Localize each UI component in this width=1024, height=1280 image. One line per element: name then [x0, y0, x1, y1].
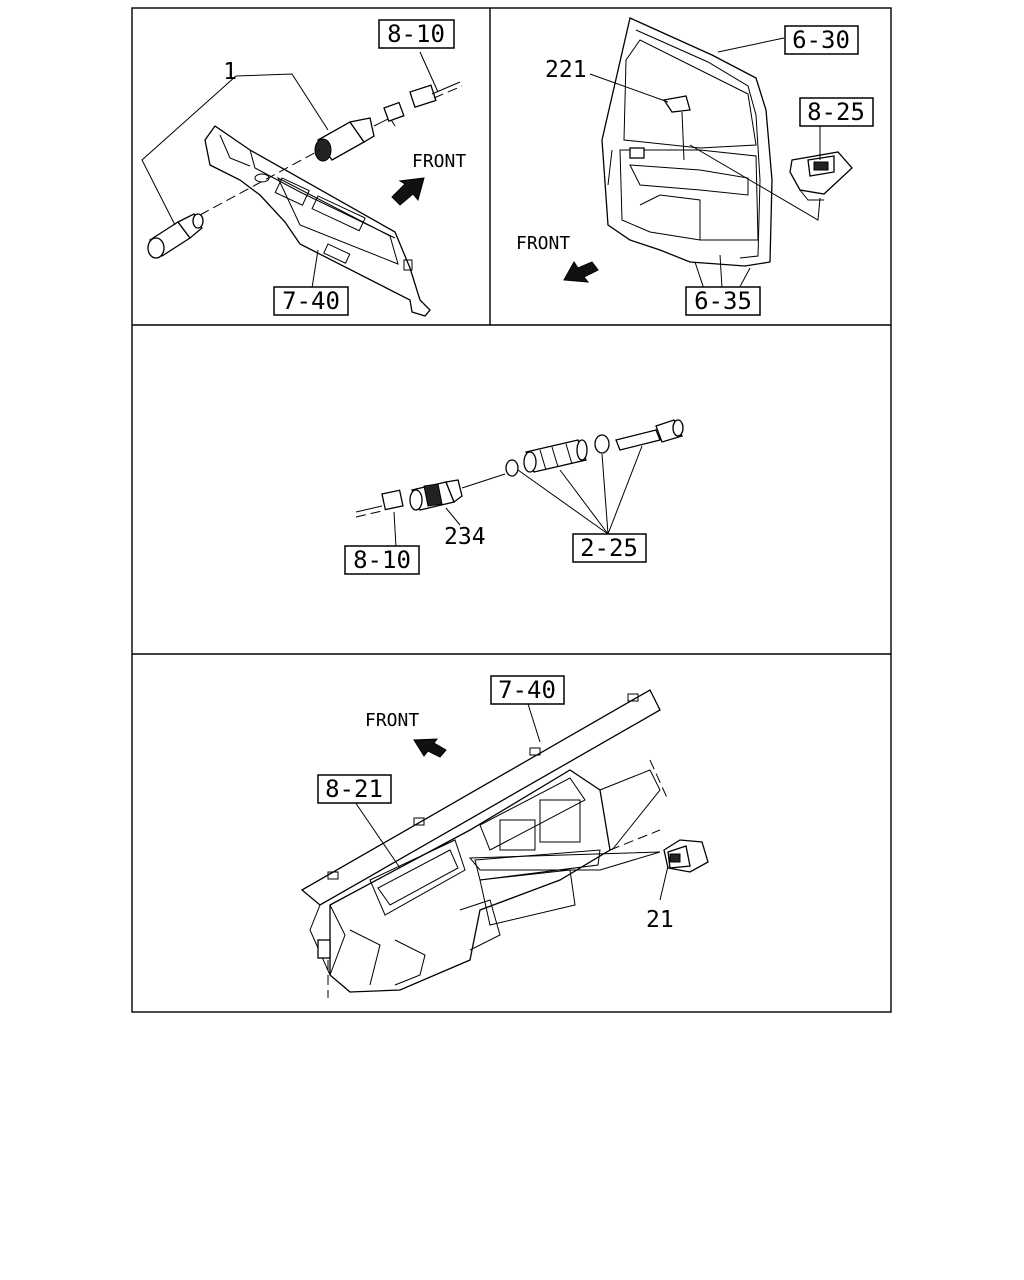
- ref-8-25-window-switch: 8-25: [807, 98, 865, 126]
- ref-7-40-dash-trim: 7-40: [282, 287, 340, 315]
- ref-8-21-cluster: 8-21: [325, 775, 383, 803]
- ref-6-35-door-panel: 6-35: [694, 287, 752, 315]
- callout-234: 234: [444, 524, 486, 550]
- harness-connector-part: [381, 489, 404, 511]
- front-label: FRONT: [365, 710, 419, 731]
- panel-frames: [131, 7, 892, 1013]
- ref-8-10-harness: 8-10: [353, 546, 411, 574]
- ref-8-10-harness: 8-10: [387, 20, 445, 48]
- panel-dashboard: 7-40 8-21 21 FRONT: [300, 675, 709, 998]
- front-label: FRONT: [516, 233, 570, 254]
- shaft-part: [615, 419, 684, 451]
- harness-connector-part: [409, 84, 437, 109]
- ring-part: [505, 459, 519, 477]
- panel-door: 6-30 8-25 6-35 221 FRONT: [516, 17, 874, 316]
- callout-221: 221: [545, 57, 587, 83]
- sensor-body-part: [523, 439, 588, 473]
- front-arrow-icon: [413, 738, 447, 758]
- lighter-socket-part: [314, 101, 405, 162]
- window-switch-part: [789, 151, 853, 201]
- panel-sensor: 8-10 2-25 234: [344, 419, 684, 575]
- callout-21: 21: [646, 907, 674, 933]
- callout-1: 1: [223, 59, 237, 85]
- switch-234-part: [409, 473, 506, 511]
- dash-trim-part: [204, 125, 431, 317]
- ref-6-30-door-frame: 6-30: [792, 26, 850, 54]
- ref-7-40-dash-top: 7-40: [498, 676, 556, 704]
- door-part: [601, 17, 773, 297]
- ref-2-25-assembly: 2-25: [580, 534, 638, 562]
- o-ring-part: [594, 434, 610, 454]
- mirror-switch-part: [662, 95, 691, 113]
- front-arrow-icon: [391, 177, 425, 206]
- switch-21-part: [663, 839, 709, 873]
- front-label: FRONT: [412, 151, 466, 172]
- front-arrow-icon: [563, 261, 599, 283]
- panel-lighter: 8-10 7-40 1 FRONT: [141, 19, 466, 317]
- lighter-knob-part: [147, 213, 204, 259]
- dashboard-part: [300, 689, 661, 993]
